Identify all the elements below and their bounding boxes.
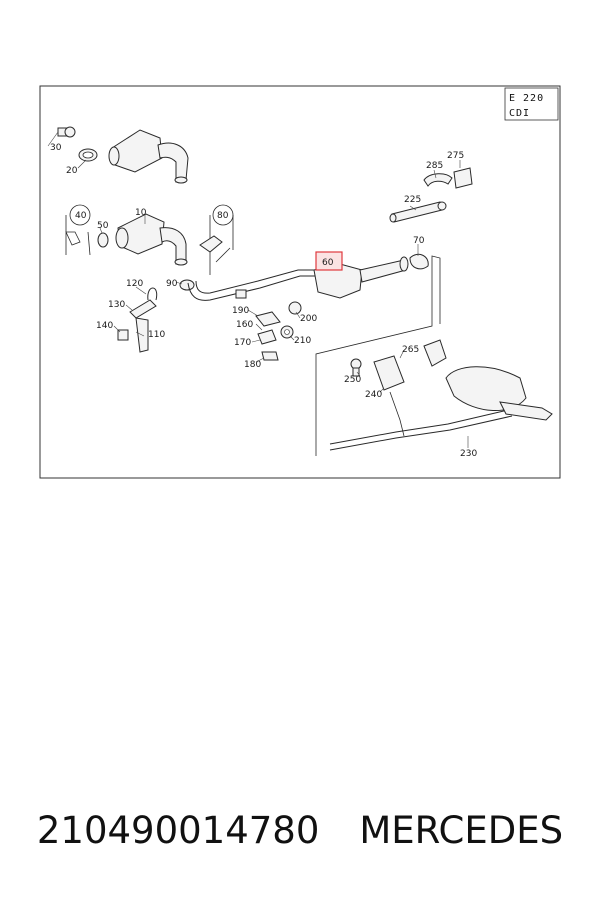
leader-lines <box>47 131 469 448</box>
model-badge-line1: E 220 <box>509 93 544 104</box>
callout-20: 20 <box>66 166 78 176</box>
callout-90: 90 <box>166 279 178 289</box>
callout-275: 275 <box>447 151 464 161</box>
callout-230: 230 <box>460 449 477 459</box>
callout-225: 225 <box>404 195 421 205</box>
mount-250 <box>350 358 362 377</box>
hanger-265 <box>423 339 447 367</box>
callout-30: 30 <box>50 143 62 153</box>
catalytic-converter-upper <box>108 129 189 184</box>
callout-130: 130 <box>108 300 125 310</box>
rubber-hanger-70 <box>409 253 429 270</box>
gasket-90 <box>179 279 195 291</box>
callout-40: 40 <box>75 211 87 221</box>
callout-110: 110 <box>148 330 165 340</box>
callout-labels: 30 20 40 10 50 80 90 60 70 120 130 140 1… <box>50 143 477 459</box>
callout-285: 285 <box>426 161 443 171</box>
callout-170: 170 <box>234 338 251 348</box>
part-caption: 210490014780 MERCEDES <box>0 800 600 860</box>
hanger-275 <box>453 167 473 189</box>
part-number: 210490014780 <box>36 808 320 852</box>
callout-80: 80 <box>217 211 229 221</box>
rear-silencer-230 <box>329 366 553 451</box>
callout-265: 265 <box>402 345 419 355</box>
brand-name: MERCEDES <box>359 808 564 852</box>
clamp-30 <box>57 126 76 138</box>
callout-160: 160 <box>236 320 253 330</box>
gasket-50 <box>97 232 109 248</box>
callout-240: 240 <box>365 390 382 400</box>
front-pipe <box>187 269 318 301</box>
callout-180: 180 <box>244 360 261 370</box>
model-badge: E 220 CDI <box>504 87 559 121</box>
callout-190: 190 <box>232 306 249 316</box>
tail-pipe-225 <box>389 201 447 223</box>
callout-50: 50 <box>97 221 109 231</box>
callout-60: 60 <box>322 258 334 268</box>
clamp-20 <box>78 148 98 162</box>
subassembly-bracket-line <box>315 255 441 456</box>
model-badge-line2: CDI <box>509 108 530 119</box>
exhaust-system-diagram: E 220 CDI <box>39 85 561 479</box>
callout-200: 200 <box>300 314 317 324</box>
front-silencer-60 <box>313 256 409 299</box>
bracket-assembly-left <box>117 287 158 353</box>
hardware-group-middle <box>255 301 302 361</box>
callout-10: 10 <box>135 208 147 218</box>
detail-80 <box>199 204 234 275</box>
bracket-240 <box>373 355 405 437</box>
catalytic-converter-10 <box>115 213 188 266</box>
clamp-285 <box>423 173 453 187</box>
callout-70: 70 <box>413 236 425 246</box>
callout-140: 140 <box>96 321 113 331</box>
callout-120: 120 <box>126 279 143 289</box>
callout-250: 250 <box>344 375 361 385</box>
detail-40 <box>65 204 91 256</box>
callout-60-highlight <box>315 251 343 271</box>
callout-210: 210 <box>294 336 311 346</box>
